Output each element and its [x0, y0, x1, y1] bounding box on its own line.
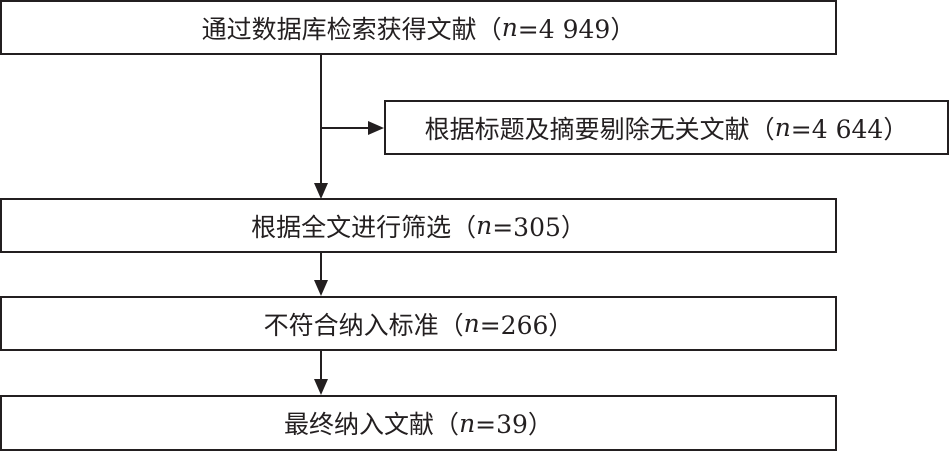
- connector-line-1: [320, 54, 322, 186]
- box-count: =4 644）: [790, 114, 909, 144]
- box-label: 最终纳入文献（: [284, 410, 460, 439]
- box-count: =39）: [475, 410, 553, 439]
- arrow-down-icon: [314, 183, 328, 199]
- n-symbol: n: [476, 211, 493, 240]
- n-symbol: n: [459, 408, 476, 438]
- box-label: 通过数据库检索获得文献（: [201, 14, 502, 44]
- box-final-included: 最终纳入文献（n=39）: [0, 395, 837, 451]
- arrow-down-icon: [314, 280, 328, 296]
- connector-line-2: [320, 252, 322, 284]
- arrow-down-icon: [314, 379, 328, 395]
- box-count: =266）: [479, 310, 574, 340]
- box-not-meeting-criteria: 不符合纳入标准（n=266）: [0, 296, 837, 351]
- n-symbol: n: [501, 13, 518, 42]
- box-full-text-screening: 根据全文进行筛选（n=305）: [0, 198, 837, 253]
- n-symbol: n: [463, 309, 480, 338]
- box-database-search: 通过数据库检索获得文献（n=4 949）: [0, 0, 837, 55]
- box-count: =305）: [492, 212, 586, 242]
- box-count: =4 949）: [517, 14, 636, 44]
- connector-line-side: [320, 127, 370, 129]
- arrow-right-icon: [368, 121, 384, 135]
- box-label: 不符合纳入标准（: [263, 310, 464, 340]
- n-symbol: n: [774, 113, 791, 142]
- connector-line-3: [320, 350, 322, 382]
- box-label: 根据标题及摘要剔除无关文献（: [424, 114, 775, 144]
- box-excluded-title-abstract: 根据标题及摘要剔除无关文献（n=4 644）: [384, 100, 949, 155]
- box-label: 根据全文进行筛选（: [251, 212, 477, 242]
